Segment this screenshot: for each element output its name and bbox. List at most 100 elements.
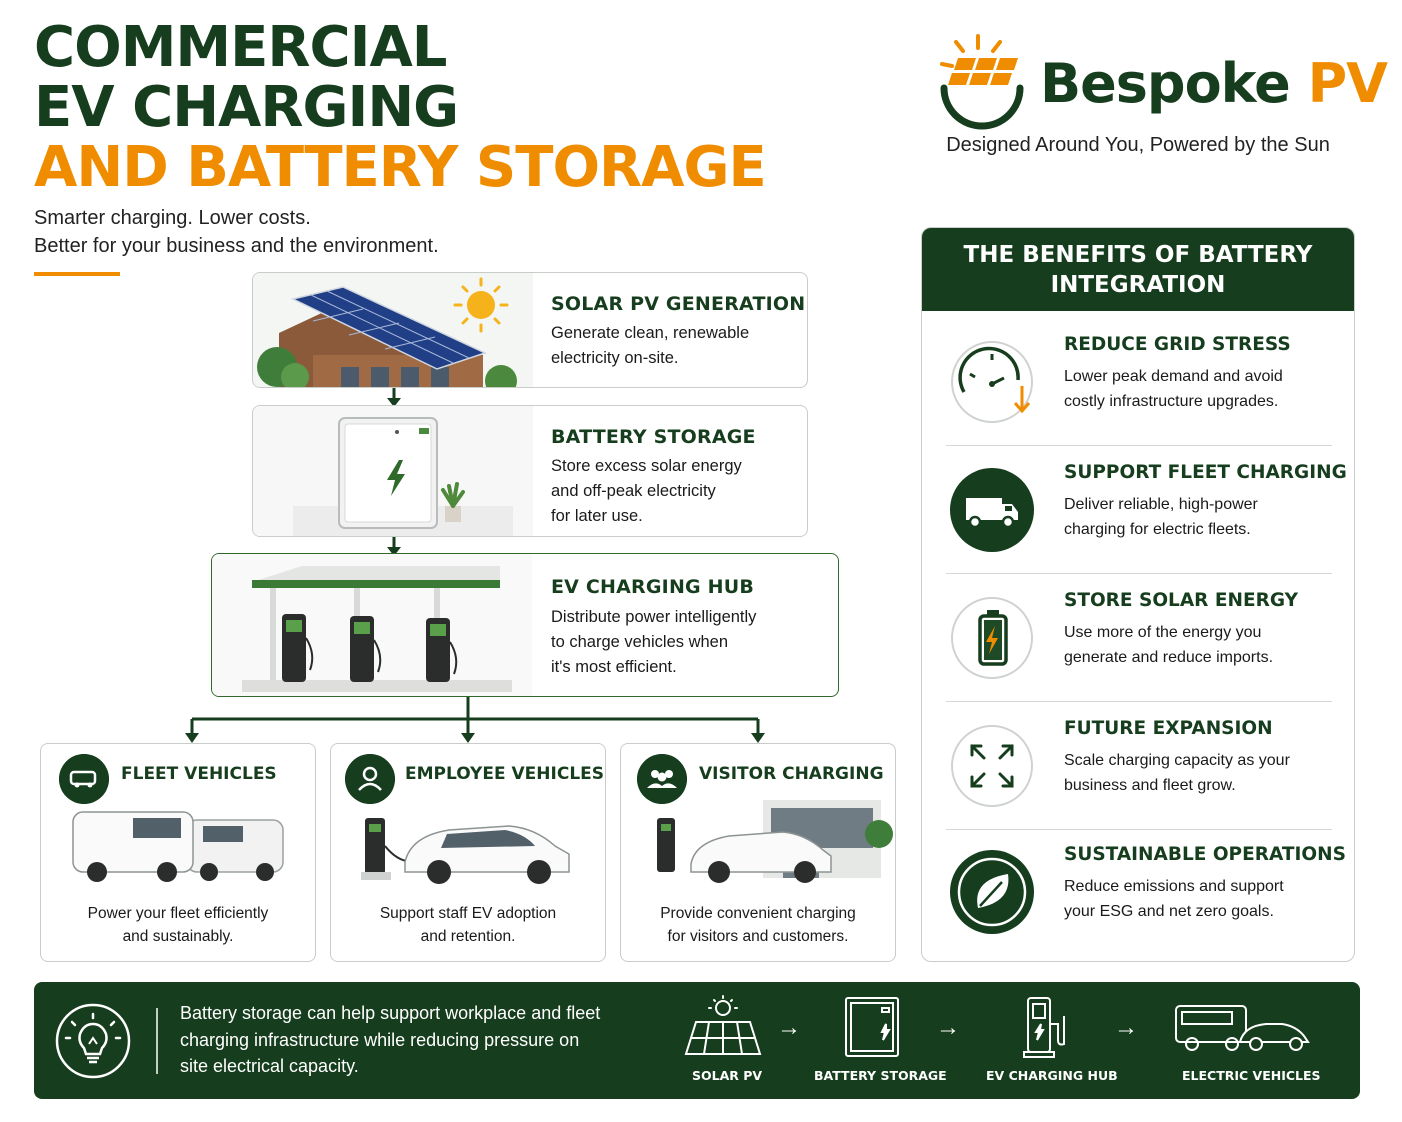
benefit-desc-line: Deliver reliable, high-power [1064,496,1258,513]
benefit-separator [946,701,1332,702]
employee-desc-line: Support staff EV adoption [379,905,557,922]
employee-vehicles-card: EMPLOYEE VEHICLES Support staff EV adopt… [330,743,606,962]
visitor-charging-title: VISITOR CHARGING [699,764,884,784]
title-line-2: EV CHARGING [34,75,459,140]
benefit-title: STORE SOLAR ENERGY [1064,590,1299,611]
banner-divider [156,1008,158,1074]
ev-charging-hub-title: EV CHARGING HUB [551,576,755,598]
van-icon [59,754,109,804]
flow-label-ev-hub: EV CHARGING HUB [986,1068,1118,1083]
benefits-heading: THE BENEFITS OF BATTERY INTEGRATION [922,228,1354,311]
charging-canopy-illustration-icon [212,554,532,696]
flow-arrow-down-icon [387,388,401,407]
benefit-description: Lower peak demand and avoid costly infra… [1064,364,1334,414]
benefit-separator [946,573,1332,574]
benefit-item: REDUCE GRID STRESS Lower peak demand and… [946,318,1332,446]
benefit-desc-line: costly infrastructure upgrades. [1064,393,1279,410]
visitor-desc-line: for visitors and customers. [667,928,849,945]
battery-desc-line: Store excess solar energy [551,457,742,475]
visitor-desc-line: Provide convenient charging [660,905,856,922]
expand-icon [951,725,1033,807]
battery-storage-title: BATTERY STORAGE [551,426,756,448]
flow-label-vehicles: ELECTRIC VEHICLES [1182,1068,1321,1083]
visitor-charging-description: Provide convenient charging for visitors… [621,902,895,948]
brand-name-part-2: PV [1307,52,1388,115]
benefit-item: FUTURE EXPANSION Scale charging capacity… [946,702,1332,830]
fleet-vehicles-description: Power your fleet efficiently and sustain… [41,902,315,948]
benefit-description: Scale charging capacity as your business… [1064,748,1334,798]
ev-charging-hub-description: Distribute power intelligently to charge… [551,605,756,680]
benefits-heading-line-1: THE BENEFITS OF BATTERY [963,242,1313,268]
solar-pv-title: SOLAR PV GENERATION [551,293,806,315]
fleet-vehicles-title: FLEET VEHICLES [121,764,277,784]
benefit-desc-line: Lower peak demand and avoid [1064,368,1283,385]
flow-arrow-down-icon [387,537,401,556]
ev-charger-icon [1023,997,1065,1058]
van-icon [950,468,1034,552]
benefit-desc-line: Reduce emissions and support [1064,878,1284,895]
battery-unit-illustration-icon [253,406,533,536]
benefit-item: SUPPORT FLEET CHARGING Deliver reliable,… [946,446,1347,574]
benefit-desc-line: your ESG and net zero goals. [1064,903,1274,920]
benefit-title: REDUCE GRID STRESS [1064,334,1291,355]
benefit-item: STORE SOLAR ENERGY Use more of the energ… [946,574,1332,702]
benefit-description: Use more of the energy you generate and … [1064,620,1334,670]
subtitle: Smarter charging. Lower costs. Better fo… [34,204,439,260]
group-icon [637,754,687,804]
visitor-charging-card: VISITOR CHARGING Provide convenient char… [620,743,896,962]
employee-desc-line: and retention. [420,928,516,945]
benefit-separator [946,445,1332,446]
benefit-title: SUSTAINABLE OPERATIONS [1064,844,1346,865]
car-charger-illustration-icon [361,818,570,884]
ev-charging-hub-card: EV CHARGING HUB Distribute power intelli… [211,553,839,697]
sun-panel-logo-icon [940,34,1024,130]
employee-vehicles-title: EMPLOYEE VEHICLES [405,764,605,784]
title-line-3: AND BATTERY STORAGE [34,135,767,200]
title-line-1: COMMERCIAL [34,15,447,80]
accent-rule [34,272,120,276]
banner-text-line: charging infrastructure while reducing p… [180,1029,580,1050]
fleet-desc-line: Power your fleet efficiently [87,905,269,922]
branch-connector-icon [185,697,765,743]
benefit-description: Deliver reliable, high-power charging fo… [1064,492,1334,542]
battery-storage-card: BATTERY STORAGE Store excess solar energ… [252,405,808,537]
benefits-panel: THE BENEFITS OF BATTERY INTEGRATION REDU… [921,227,1355,962]
ev-hub-desc-line: to charge vehicles when [551,633,729,651]
solar-panel-icon [684,995,762,1055]
solar-pv-description: Generate clean, renewable electricity on… [551,321,749,371]
benefit-title: FUTURE EXPANSION [1064,718,1273,739]
page-title: COMMERCIAL EV CHARGING AND BATTERY STORA… [34,15,767,200]
flow-arrow-icon: → [777,1014,801,1041]
flow-label-solar: SOLAR PV [692,1068,763,1083]
brand-name-part-1: Bespoke [1040,52,1291,115]
solar-house-illustration-icon [253,273,533,387]
benefit-desc-line: business and fleet grow. [1064,777,1236,794]
benefit-desc-line: Use more of the energy you [1064,624,1262,641]
benefit-item: SUSTAINABLE OPERATIONS Reduce emissions … [946,828,1346,956]
person-icon [345,754,395,804]
battery-storage-description: Store excess solar energy and off-peak e… [551,454,742,529]
benefit-separator [946,829,1332,830]
banner-text-line: site electrical capacity. [180,1056,359,1076]
battery-cabinet-icon [845,997,899,1057]
employee-vehicles-description: Support staff EV adoption and retention. [331,902,605,948]
brand-tagline: Designed Around You, Powered by the Sun [946,134,1330,156]
summary-banner: Battery storage can help support workpla… [34,982,1360,1099]
benefit-description: Reduce emissions and support your ESG an… [1064,874,1334,924]
banner-text-line: Battery storage can help support workpla… [180,1003,601,1023]
benefit-title: SUPPORT FLEET CHARGING [1064,462,1347,483]
ev-hub-desc-line: it's most efficient. [551,658,677,676]
flow-arrow-icon: → [936,1014,960,1041]
gauge-icon [951,341,1033,423]
benefit-desc-line: generate and reduce imports. [1064,649,1274,666]
ev-hub-desc-line: Distribute power intelligently [551,608,757,626]
battery-icon [951,597,1033,679]
benefit-desc-line: charging for electric fleets. [1064,521,1251,538]
leaf-icon [950,850,1034,934]
building-car-illustration-icon [657,800,893,883]
benefits-heading-line-2: INTEGRATION [1050,272,1226,298]
white-vans-illustration-icon [72,811,284,882]
benefit-desc-line: Scale charging capacity as your [1064,752,1290,769]
banner-text: Battery storage can help support workpla… [180,1000,650,1080]
subtitle-line-2: Better for your business and the environ… [34,235,439,257]
